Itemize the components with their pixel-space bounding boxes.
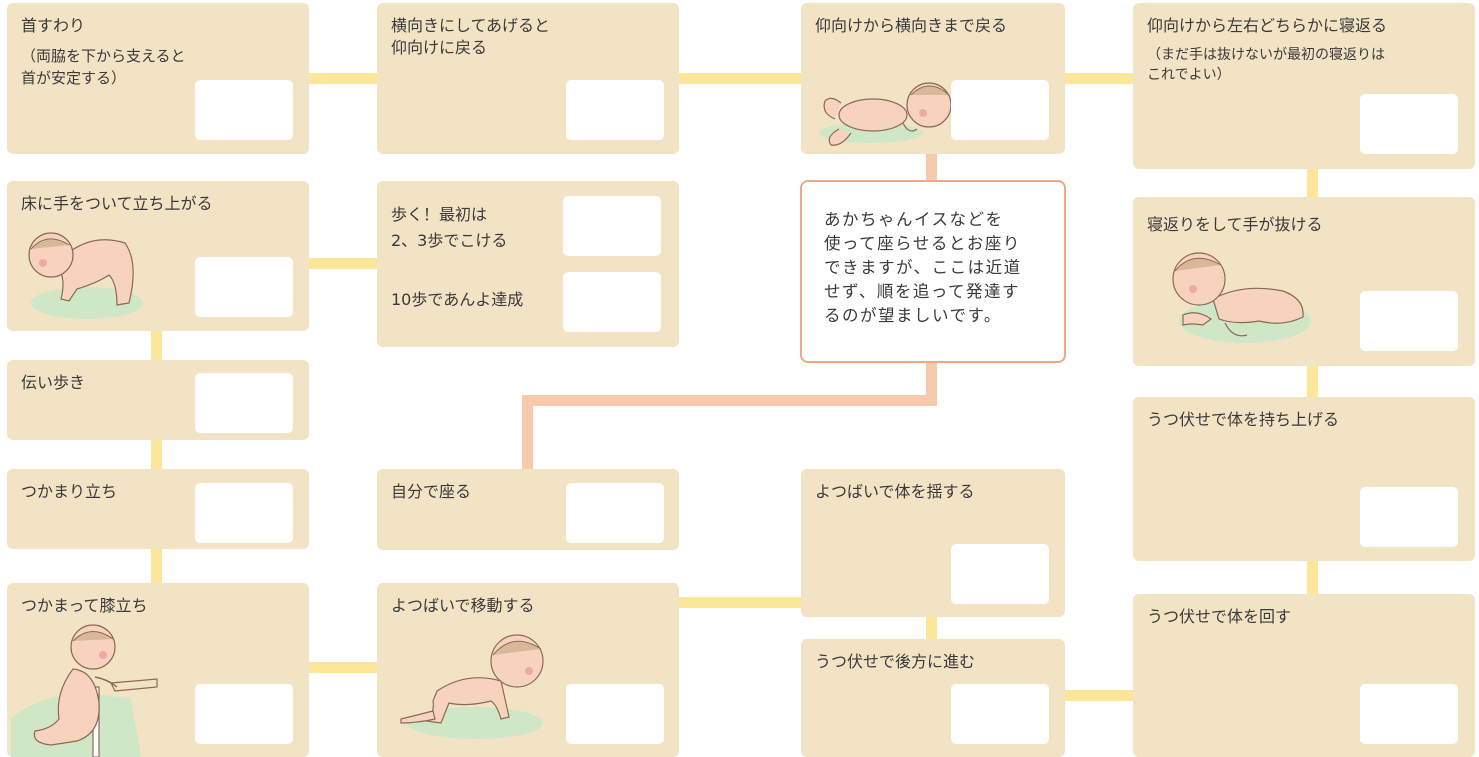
milestone-label: うつ伏せで体を回す [1147, 607, 1292, 626]
milestone-label: よつばいで移動する [391, 596, 535, 615]
check-box[interactable] [195, 373, 293, 433]
milestone-label: うつ伏せで後方に進む [815, 652, 976, 671]
milestone-label: 横向きにしてあげると 仰向けに戻る [391, 16, 551, 57]
milestone-side-to-back: 横向きにしてあげると 仰向けに戻る [377, 3, 679, 154]
milestone-note: （両脇を下から支えると 首が安定する） [21, 47, 186, 87]
milestone-label: つかまって膝立ち [21, 596, 148, 615]
baby-standing-up-from-floor-illustration [28, 232, 143, 319]
check-box[interactable] [195, 483, 293, 543]
check-box[interactable] [951, 684, 1049, 744]
milestone-label: 仰向けから横向きまで戻る [815, 16, 1008, 35]
check-box[interactable] [195, 80, 293, 140]
check-box[interactable] [951, 544, 1049, 604]
check-box[interactable] [1360, 94, 1458, 154]
milestone-label: 自分で座る [391, 482, 472, 501]
milestone-roll-free-hands: 寝返りをして手が抜ける [1133, 197, 1475, 366]
baby-kneeling-at-table-illustration [11, 624, 158, 757]
milestone-label: 歩く！最初は 2、3歩でこける [391, 205, 508, 250]
milestone-label: 伝い歩き [21, 373, 86, 392]
baby-rolling-over-illustration [1172, 252, 1311, 343]
callout-connector [926, 150, 937, 184]
callout-connector [522, 395, 937, 406]
milestone-note: （まだ手は抜けないが最初の寝返りは これでよい） [1147, 47, 1385, 83]
check-box[interactable] [563, 272, 661, 332]
check-box[interactable] [195, 257, 293, 317]
milestone-label: うつ伏せで体を持ち上げる [1147, 410, 1340, 429]
connector [305, 73, 381, 84]
milestone-crawl: よつばいで移動する [377, 583, 679, 757]
milestone-walk: 歩く！最初は 2、3歩でこける 10歩であんよ達成 [377, 181, 679, 347]
milestone-creep-backward: うつ伏せで後方に進む [801, 639, 1065, 757]
milestone-label: 首すわり [21, 16, 86, 35]
callout-connector [926, 360, 937, 406]
check-box[interactable] [563, 196, 661, 256]
milestone-cruising: 伝い歩き [7, 360, 309, 440]
milestone-label: よつばいで体を揺する [815, 482, 975, 501]
milestone-pull-to-stand: つかまり立ち [7, 469, 309, 549]
connector [1307, 558, 1318, 598]
callout-text: あかちゃんイスなどを 使って座らせるとお座り できますが、ここは近道 せず、順を… [824, 210, 1022, 325]
check-box[interactable] [566, 684, 664, 744]
check-box[interactable] [1360, 487, 1458, 547]
milestone-label: 仰向けから左右どちらかに寝返る [1147, 16, 1388, 35]
milestone-label: 床に手をついて立ち上がる [21, 194, 213, 213]
baby-crawling-illustration [400, 634, 544, 739]
connector [676, 73, 804, 84]
milestone-back-to-side: 仰向けから横向きまで戻る [801, 3, 1065, 154]
connector [1062, 73, 1136, 84]
milestone-sit-alone: 自分で座る [377, 469, 679, 550]
milestone-neck-control: 首すわり （両脇を下から支えると 首が安定する） [7, 3, 309, 154]
milestone-label-secondary: 10歩であんよ達成 [391, 290, 524, 309]
milestone-label: 寝返りをして手が抜ける [1147, 215, 1323, 234]
check-box[interactable] [951, 80, 1049, 140]
sitting-advice-callout: あかちゃんイスなどを 使って座らせるとお座り できますが、ここは近道 せず、順を… [800, 180, 1066, 363]
milestone-pivot-prone: うつ伏せで体を回す [1133, 594, 1475, 757]
connector [151, 327, 162, 363]
connector [926, 614, 937, 642]
callout-connector [522, 395, 533, 470]
milestone-roll-over: 仰向けから左右どちらかに寝返る （まだ手は抜けないが最初の寝返りは これでよい） [1133, 3, 1475, 169]
connector [305, 662, 381, 673]
connector [151, 437, 162, 472]
milestone-lift-body-prone: うつ伏せで体を持ち上げる [1133, 397, 1475, 561]
connector [1062, 690, 1136, 701]
check-box[interactable] [1360, 291, 1458, 351]
connector [1307, 362, 1318, 400]
check-box[interactable] [566, 483, 664, 543]
baby-on-side-illustration [819, 82, 952, 146]
milestone-label: つかまり立ち [21, 482, 118, 501]
connector [1307, 150, 1318, 206]
connector [305, 258, 381, 269]
milestone-rock-on-all-fours: よつばいで体を揺する [801, 469, 1065, 617]
check-box[interactable] [1360, 684, 1458, 744]
connector [151, 546, 162, 586]
check-box[interactable] [195, 684, 293, 744]
milestone-stand-up-floor: 床に手をついて立ち上がる [7, 181, 309, 331]
check-box[interactable] [566, 80, 664, 140]
connector [676, 597, 804, 608]
milestone-pull-to-kneel: つかまって膝立ち [7, 583, 309, 757]
